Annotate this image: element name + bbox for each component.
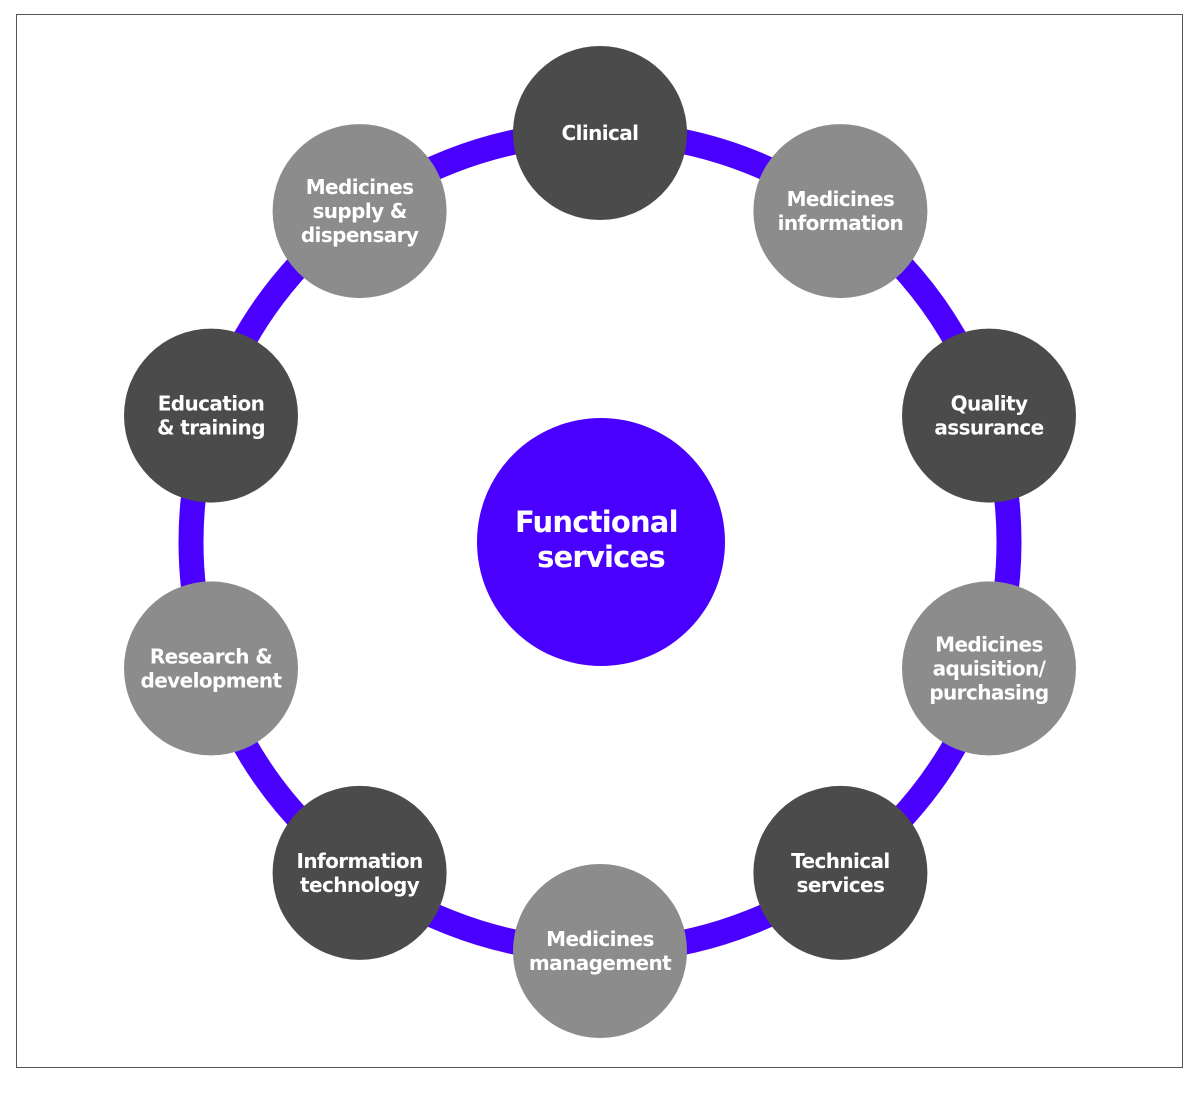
node-label-line: Medicines [546,927,654,951]
center-node-functional-services: Functional services [477,418,725,666]
node-circle-technical-services [753,785,928,960]
node-circle-information-technology [272,785,447,960]
node-clinical: Clinical [513,46,687,220]
node-circle-quality-assurance [902,328,1076,503]
node-label-line: Research & [150,644,272,668]
node-circle-research-development [124,581,298,756]
node-label-line: assurance [934,416,1043,440]
node-label-research-development: Research &development [141,644,283,692]
center-label: Functional services [515,505,687,574]
node-label-line: services [797,873,885,897]
node-label-line: Clinical [562,121,639,145]
node-circle-medicines-aquisition-purchasing [902,581,1076,756]
node-circle-education-training [124,328,298,503]
node-label-line: technology [300,873,420,897]
node-label-education-training: Education& training [157,392,265,440]
node-label-line: purchasing [929,680,1048,704]
node-circle-clinical [513,46,687,220]
node-circle-medicines-management [513,864,687,1038]
node-label-line: Quality [951,392,1028,416]
node-label-line: Information [297,849,423,873]
node-label-line: Education [158,392,265,416]
center-label-line-2: services [537,540,665,574]
node-label-line: management [529,951,672,975]
node-label-line: Medicines [306,175,414,199]
node-research-development: Research &development [124,581,298,756]
node-education-training: Education& training [124,328,298,503]
node-circle-medicines-supply-dispensary [272,124,447,299]
node-label-line: & training [157,416,265,440]
node-label-line: Medicines [787,187,895,211]
node-label-line: dispensary [301,223,419,247]
node-label-line: information [778,211,904,235]
node-label-line: Technical [791,849,890,873]
center-circle [477,418,725,666]
node-label-line: aquisition/ [933,656,1047,680]
node-label-line: development [141,668,283,692]
node-circle-medicines-information [753,124,928,299]
node-label-line: supply & [312,199,406,223]
node-label-line: Medicines [935,632,1043,656]
node-label-clinical: Clinical [562,121,639,145]
center-label-line-1: Functional [515,505,678,539]
